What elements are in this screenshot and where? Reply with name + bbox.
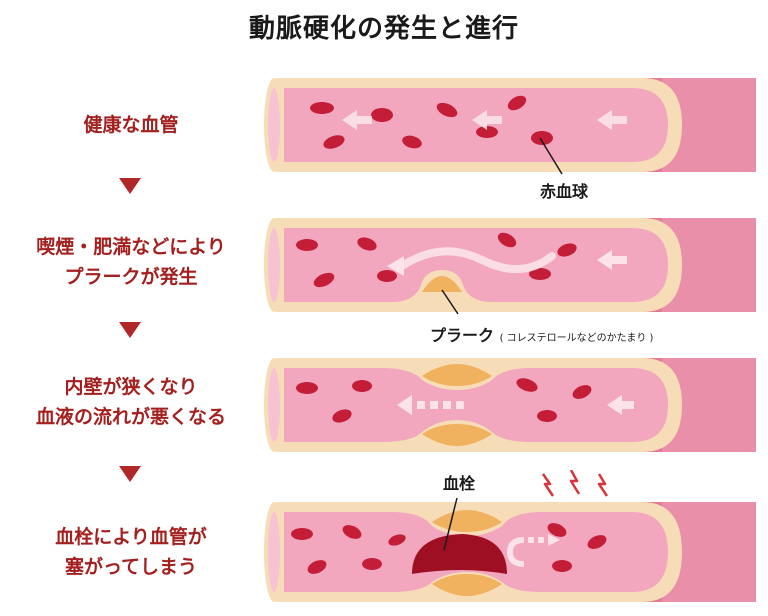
- stage-4-label: 血栓により血管が 塞がってしまう: [0, 522, 262, 582]
- vessel-blocked: [264, 497, 756, 602]
- thrombus-callout: 血栓: [443, 474, 476, 493]
- stage-3-label: 内壁が狭くなり 血液の流れが悪くなる: [0, 372, 262, 432]
- stage-2-line-1: 喫煙・肥満などにより: [36, 236, 226, 258]
- page-title: 動脈硬化の発生と進行: [248, 14, 519, 44]
- down-arrow-icon: [119, 322, 141, 338]
- vessel-plaque: [264, 218, 756, 315]
- stage-1-line-1: 健康な血管: [83, 114, 179, 136]
- stage-3-line-2: 血液の流れが悪くなる: [35, 406, 226, 428]
- plaque-note: ( コレステロールなどのかたまり ): [499, 333, 654, 344]
- plaque-label: プラーク: [430, 326, 495, 345]
- down-arrow-icon: [119, 178, 141, 194]
- stage-2-line-2: プラークが発生: [64, 266, 198, 288]
- rbc-callout: 赤血球: [540, 182, 589, 201]
- stage-2-label: 喫煙・肥満などにより プラークが発生: [0, 232, 262, 292]
- down-arrow-icon: [119, 466, 141, 482]
- stage-3-line-1: 内壁が狭くなり: [64, 376, 198, 398]
- vessel-narrowed: [264, 358, 756, 452]
- stage-4-line-2: 塞がってしまう: [64, 556, 198, 578]
- vessel-healthy: [264, 78, 756, 175]
- lightning-icon: [541, 470, 609, 497]
- plaque-callout: プラーク ( コレステロールなどのかたまり ): [430, 322, 653, 346]
- stage-1-label: 健康な血管: [0, 110, 262, 140]
- stage-4-line-1: 血栓により血管が: [55, 526, 207, 548]
